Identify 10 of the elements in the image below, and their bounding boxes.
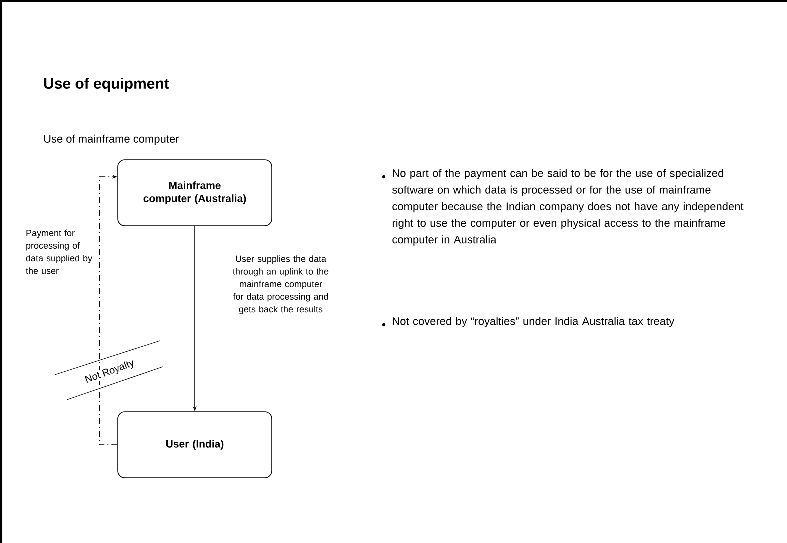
stamp-text: Not Royalty	[84, 358, 137, 386]
bullet-text: Not covered by “royalties” under India Australia tax treaty	[393, 317, 675, 328]
process-box: User (India)	[118, 412, 272, 478]
process-box: Mainframe computer (Australia)	[118, 160, 272, 226]
edge-label: Payment for processing of data supplied by the user	[25, 228, 99, 276]
title: Use of equipment	[44, 78, 170, 92]
edge-label: User supplies the data through an uplink to the mainframe computer for data processing and gets back the results	[218, 254, 344, 316]
bullet-text: No part of the payment can be said to be for the use of specialized software on which data is processed or for the use of mainframe computer because the Indian company does not have any independent right to use the computer or even physical access to the mainframe computer in Australia	[392, 169, 744, 246]
arrow	[99, 175, 118, 446]
subtitle: Use of mainframe computer	[44, 134, 180, 146]
